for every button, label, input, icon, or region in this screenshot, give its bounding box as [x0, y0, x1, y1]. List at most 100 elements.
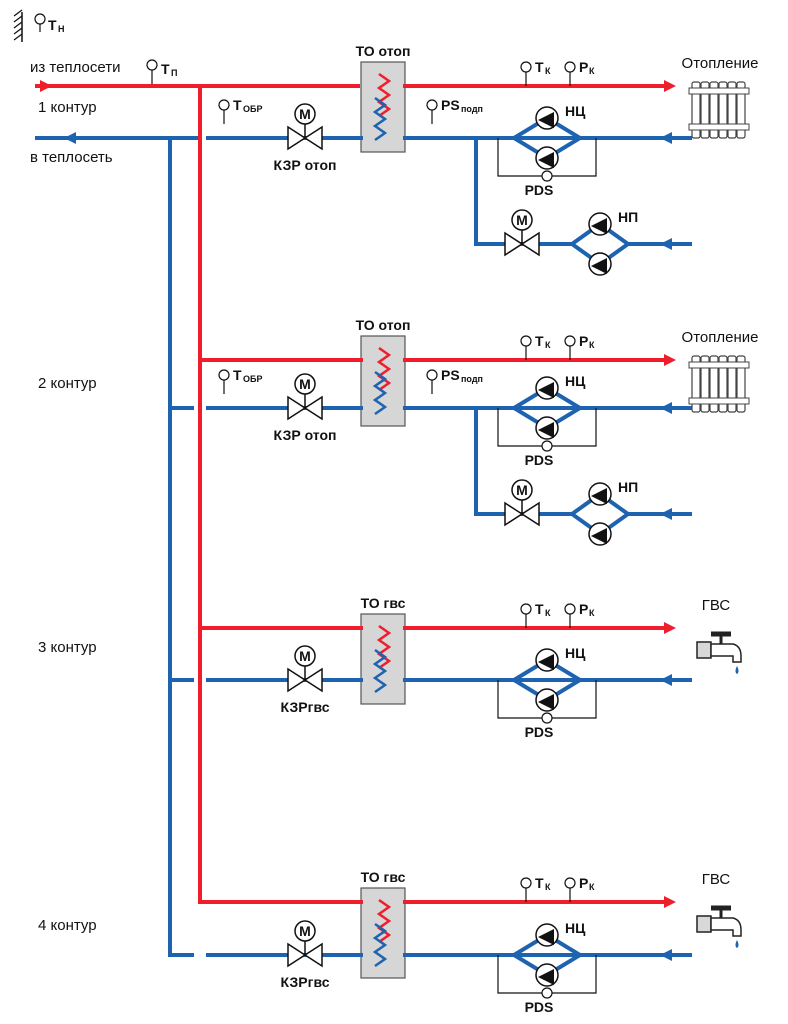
consumer: Отопление	[682, 55, 758, 139]
radiator-header	[688, 123, 750, 131]
sensor-label-sub: Н	[58, 24, 65, 34]
sensor-label: Р	[579, 601, 588, 617]
radiator-header	[688, 397, 750, 405]
pump-icon	[588, 522, 612, 546]
sensor-label-sub: подп	[461, 104, 483, 114]
pump-icon	[588, 252, 612, 276]
sensor-line	[552, 408, 597, 447]
sensor-icon	[520, 61, 532, 73]
sensor-label: Т	[233, 97, 242, 113]
valve-label: КЗРгвс	[280, 974, 329, 990]
sensor-icon	[541, 712, 553, 724]
sensor-icon	[520, 603, 532, 615]
sensor-label-sub: ОБР	[243, 374, 262, 384]
flow-arrow-icon	[664, 80, 676, 92]
sensor-label-sub: К	[545, 340, 551, 350]
pump-triangle	[538, 112, 554, 128]
flow-arrow-icon	[40, 80, 52, 92]
flow-arrow-icon	[64, 132, 76, 144]
flow-arrow-icon	[664, 354, 676, 366]
pump-triangle	[538, 929, 554, 945]
flow-arrow-icon	[660, 132, 672, 144]
pump-label: НП	[618, 479, 638, 495]
circuit-label: 4 контур	[38, 917, 97, 934]
sensor-label-sub: К	[545, 66, 551, 76]
pump-bypass-pipe	[510, 115, 584, 161]
sensor-label-sub: подп	[461, 374, 483, 384]
radiator-icon	[688, 355, 750, 413]
sensor-label: Т	[48, 17, 57, 33]
consumer-label: ГВС	[702, 597, 731, 614]
motor-icon	[511, 479, 533, 501]
sensor-label-sub: К	[589, 608, 595, 618]
pump-triangle	[538, 969, 554, 985]
sensor-icon	[564, 603, 576, 615]
consumer: ГВС	[696, 871, 742, 948]
sensor-icon	[34, 13, 46, 25]
pump-label: НЦ	[565, 645, 586, 661]
sensor-icon	[520, 335, 532, 347]
sensor-icon	[541, 987, 553, 999]
sensor-icon	[146, 59, 158, 71]
pump-triangle	[538, 382, 554, 398]
exchanger-coil	[372, 922, 388, 968]
pump-icon	[535, 106, 559, 130]
heat-exchanger-4: ТО гвс	[360, 869, 406, 979]
sensor-line	[497, 138, 542, 177]
sensor-label: Т	[535, 875, 544, 891]
sensor-icon	[426, 369, 438, 381]
outdoor-temp-sensor: Т Н	[34, 13, 65, 34]
motor-icon	[294, 373, 316, 395]
makeup-valve: M	[504, 479, 540, 527]
faucet-spout	[710, 643, 742, 663]
circuit-label: 2 контур	[38, 375, 97, 392]
pump-triangle	[538, 422, 554, 438]
motor-label: M	[299, 923, 311, 939]
radiator-header	[688, 87, 750, 95]
sensor-icon	[564, 61, 576, 73]
faucet-body	[696, 641, 712, 659]
circuit-label: 3 контур	[38, 639, 97, 656]
exchanger-label: ТО отоп	[356, 317, 411, 333]
flow-arrow-icon	[660, 508, 672, 520]
heat-exchanger-2: ТО отоп	[356, 317, 411, 427]
return-to-network-label: в теплосеть	[30, 149, 113, 166]
differential-pressure-sensor: PDS	[497, 138, 597, 198]
pump-bypass-pipe	[510, 385, 584, 431]
consumer-label: Отопление	[682, 329, 759, 346]
flow-arrow-icon	[664, 896, 676, 908]
sensor-icon	[564, 877, 576, 889]
differential-pressure-sensor: PDS	[497, 408, 597, 468]
pump-bypass-pipe	[510, 657, 584, 703]
sensor-line	[497, 680, 542, 719]
pump-triangle	[538, 694, 554, 710]
main-supply-line	[35, 80, 360, 902]
sensor-label: PS	[441, 367, 460, 383]
sensor-line	[552, 138, 597, 177]
pump-triangle	[591, 528, 607, 544]
sensor-label-sub: К	[589, 882, 595, 892]
exchanger-coil	[376, 346, 392, 392]
sensor-label: Р	[579, 875, 588, 891]
differential-pressure-sensor: PDS	[497, 680, 597, 740]
radiator-header	[688, 361, 750, 369]
motor-icon	[294, 103, 316, 125]
consumer: Отопление	[682, 329, 759, 413]
pump-icon	[535, 376, 559, 400]
exchanger-coil	[372, 96, 388, 142]
sensor-label: Т	[535, 59, 544, 75]
motor-label: M	[516, 212, 528, 228]
sensor-icon	[218, 369, 230, 381]
faucet-icon	[696, 631, 742, 674]
